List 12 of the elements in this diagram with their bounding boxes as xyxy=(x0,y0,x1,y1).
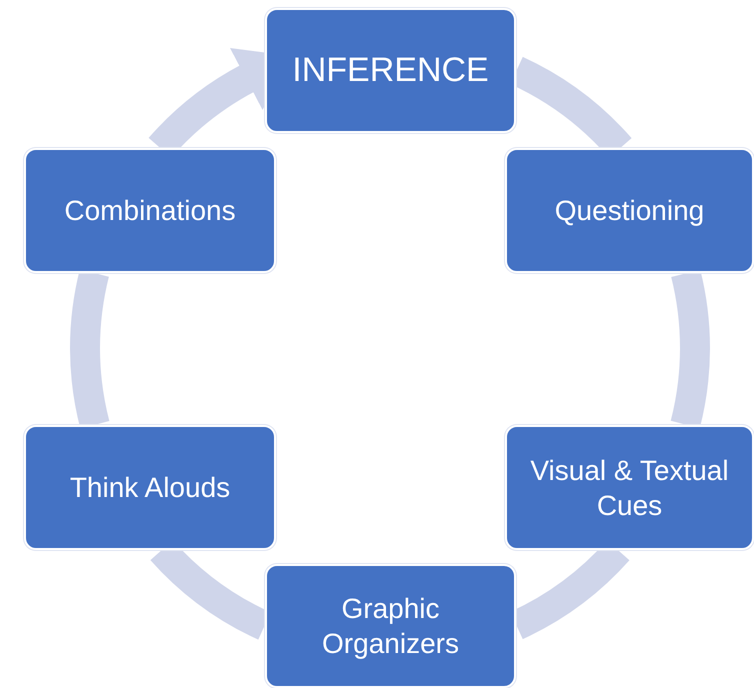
box-label: Think Alouds xyxy=(70,471,230,505)
process-box xyxy=(24,425,276,550)
process-box xyxy=(265,8,516,133)
box-label: INFERENCE xyxy=(292,50,489,92)
process-box xyxy=(505,425,754,550)
box-label: Visual & Textual Cues xyxy=(529,454,730,522)
process-box xyxy=(265,564,516,688)
process-box xyxy=(24,148,276,273)
process-box xyxy=(505,148,754,273)
box-label: Questioning xyxy=(554,194,704,228)
box-label: Graphic Organizers xyxy=(321,592,460,661)
box-label: Combinations xyxy=(64,194,236,228)
